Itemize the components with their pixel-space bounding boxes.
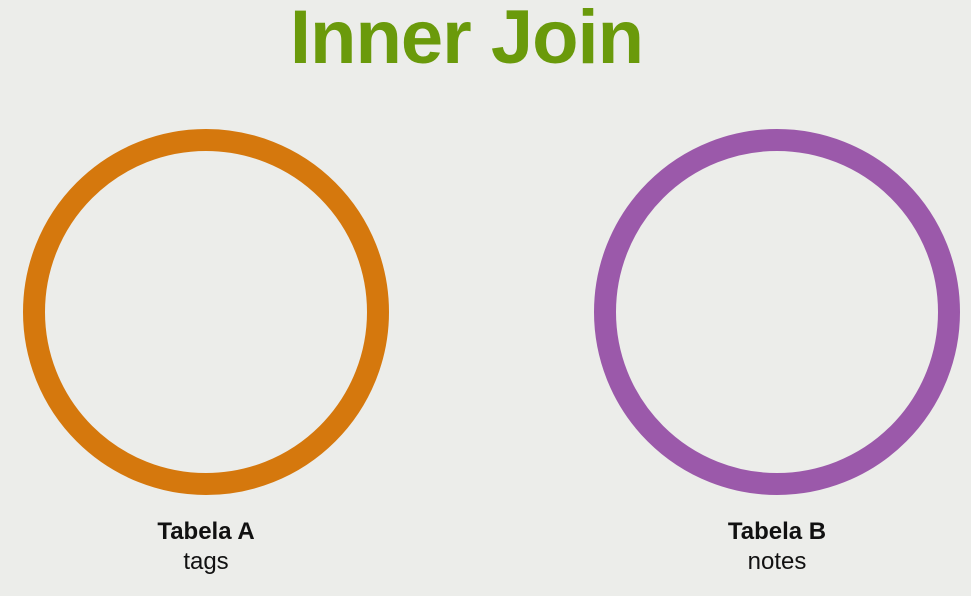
table-a-subtitle: tags (183, 548, 229, 575)
table-b-label: Tabela B notes (657, 517, 897, 577)
table-a-label: Tabela A tags (86, 517, 326, 577)
table-b-subtitle: notes (747, 548, 807, 575)
diagram-title: Inner Join (289, 0, 644, 80)
table-a-name: Tabela A (157, 518, 255, 545)
table-b-name: Tabela B (727, 518, 827, 545)
table-b-circle (594, 129, 960, 495)
table-a-circle (23, 129, 389, 495)
